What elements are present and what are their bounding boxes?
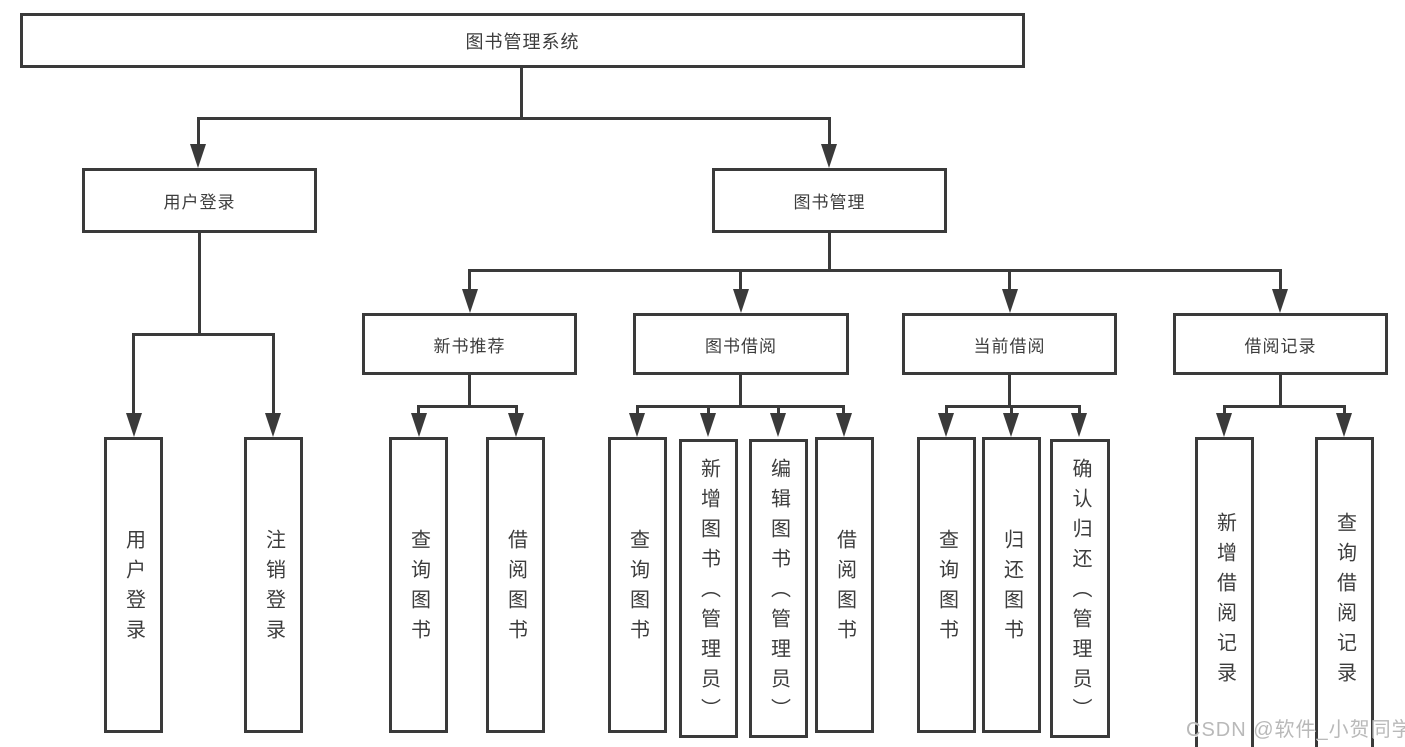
connector-current-stem — [1008, 375, 1011, 408]
arrow-down-icon — [462, 289, 478, 313]
arrow-down-icon — [1002, 289, 1018, 313]
arrow-down-icon — [126, 413, 142, 437]
connector-drop — [515, 405, 518, 418]
connector-level2-bar — [197, 117, 831, 120]
connector-drop — [1279, 269, 1282, 292]
connector-drop — [636, 405, 639, 418]
node-label: 新增图书（管理员） — [697, 457, 720, 728]
leaf-return-books: 归还图书 — [982, 437, 1041, 733]
connector-root-stem — [520, 68, 523, 118]
arrow-down-icon — [1272, 289, 1288, 313]
connector-drop — [1008, 269, 1011, 292]
arrow-down-icon — [938, 413, 954, 437]
node-label: 归还图书 — [1000, 529, 1023, 649]
node-book-management: 图书管理 — [712, 168, 947, 233]
connector-bookmgmt-stem — [828, 233, 831, 272]
node-current-borrowing: 当前借阅 — [902, 313, 1117, 375]
node-label: 借阅图书 — [504, 529, 527, 649]
connector-drop — [842, 405, 845, 418]
connector-drop — [272, 333, 275, 417]
node-label: 新增借阅记录 — [1213, 512, 1236, 692]
arrow-down-icon — [821, 144, 837, 168]
leaf-user-login: 用户登录 — [104, 437, 163, 733]
node-label: 图书借阅 — [705, 336, 777, 356]
node-borrowing-records: 借阅记录 — [1173, 313, 1388, 375]
connector-drop — [828, 117, 831, 147]
csdn-watermark: CSDN @软件_小贺同学 — [1186, 719, 1405, 741]
arrow-down-icon — [265, 413, 281, 437]
connector-drop — [739, 269, 742, 292]
leaf-borrow-books-2: 借阅图书 — [815, 437, 874, 733]
connector-borrow-bar — [636, 405, 845, 408]
node-label: 图书管理系统 — [465, 31, 580, 52]
arrow-down-icon — [411, 413, 427, 437]
leaf-add-borrow-record: 新增借阅记录 — [1195, 437, 1254, 747]
arrow-down-icon — [190, 144, 206, 168]
connector-records-stem — [1279, 375, 1282, 408]
node-label: 确认归还（管理员） — [1069, 457, 1091, 728]
arrow-down-icon — [1336, 413, 1352, 437]
arrow-down-icon — [1071, 413, 1087, 437]
connector-drop — [1010, 405, 1013, 418]
leaf-add-books-admin: 新增图书（管理员） — [679, 439, 738, 738]
connector-newbook-bar — [417, 405, 518, 408]
node-label: 查询借阅记录 — [1333, 512, 1356, 692]
connector-drop — [132, 333, 135, 417]
node-label: 用户登录 — [122, 529, 145, 649]
connector-newbook-stem — [468, 375, 471, 408]
leaf-query-borrow-record: 查询借阅记录 — [1315, 437, 1374, 747]
leaf-edit-books-admin: 编辑图书（管理员） — [749, 439, 808, 738]
arrow-down-icon — [770, 413, 786, 437]
leaf-borrow-books-1: 借阅图书 — [486, 437, 545, 733]
leaf-confirm-return-admin: 确认归还（管理员） — [1050, 439, 1110, 738]
node-label: 新书推荐 — [433, 336, 506, 356]
node-label: 编辑图书（管理员） — [767, 457, 790, 728]
connector-drop — [1223, 405, 1226, 418]
node-label: 用户登录 — [163, 193, 236, 212]
node-label: 注销登录 — [262, 529, 285, 649]
connector-drop — [197, 117, 200, 147]
leaf-logout: 注销登录 — [244, 437, 303, 733]
node-label: 当前借阅 — [973, 336, 1046, 356]
arrow-down-icon — [1216, 413, 1232, 437]
arrow-down-icon — [700, 413, 716, 437]
node-label: 图书管理 — [793, 193, 866, 212]
connector-borrow-stem — [739, 375, 742, 408]
node-book-borrowing: 图书借阅 — [633, 313, 849, 375]
node-label: 查询图书 — [935, 529, 958, 649]
connector-drop — [707, 405, 710, 418]
arrow-down-icon — [629, 413, 645, 437]
node-library-system: 图书管理系统 — [20, 13, 1025, 68]
connector-drop — [1078, 405, 1081, 418]
connector-drop — [777, 405, 780, 418]
connector-drop — [1343, 405, 1346, 418]
connector-current-bar — [945, 405, 1081, 408]
node-new-book-recommendation: 新书推荐 — [362, 313, 577, 375]
connector-records-bar — [1223, 405, 1346, 408]
connector-userlogin-stem — [198, 233, 201, 336]
connector-drop — [468, 269, 471, 292]
connector-drop — [417, 405, 420, 418]
connector-drop — [945, 405, 948, 418]
leaf-query-books-3: 查询图书 — [917, 437, 976, 733]
arrow-down-icon — [508, 413, 524, 437]
node-label: 借阅记录 — [1244, 336, 1317, 356]
node-label: 查询图书 — [626, 529, 649, 649]
leaf-query-books-1: 查询图书 — [389, 437, 448, 733]
node-label: 借阅图书 — [833, 529, 856, 649]
connector-level3-bar — [468, 269, 1282, 272]
arrow-down-icon — [836, 413, 852, 437]
leaf-query-books-2: 查询图书 — [608, 437, 667, 733]
arrow-down-icon — [733, 289, 749, 313]
connector-userlogin-bar — [133, 333, 274, 336]
arrow-down-icon — [1003, 413, 1019, 437]
node-user-login: 用户登录 — [82, 168, 317, 233]
node-label: 查询图书 — [407, 529, 430, 649]
